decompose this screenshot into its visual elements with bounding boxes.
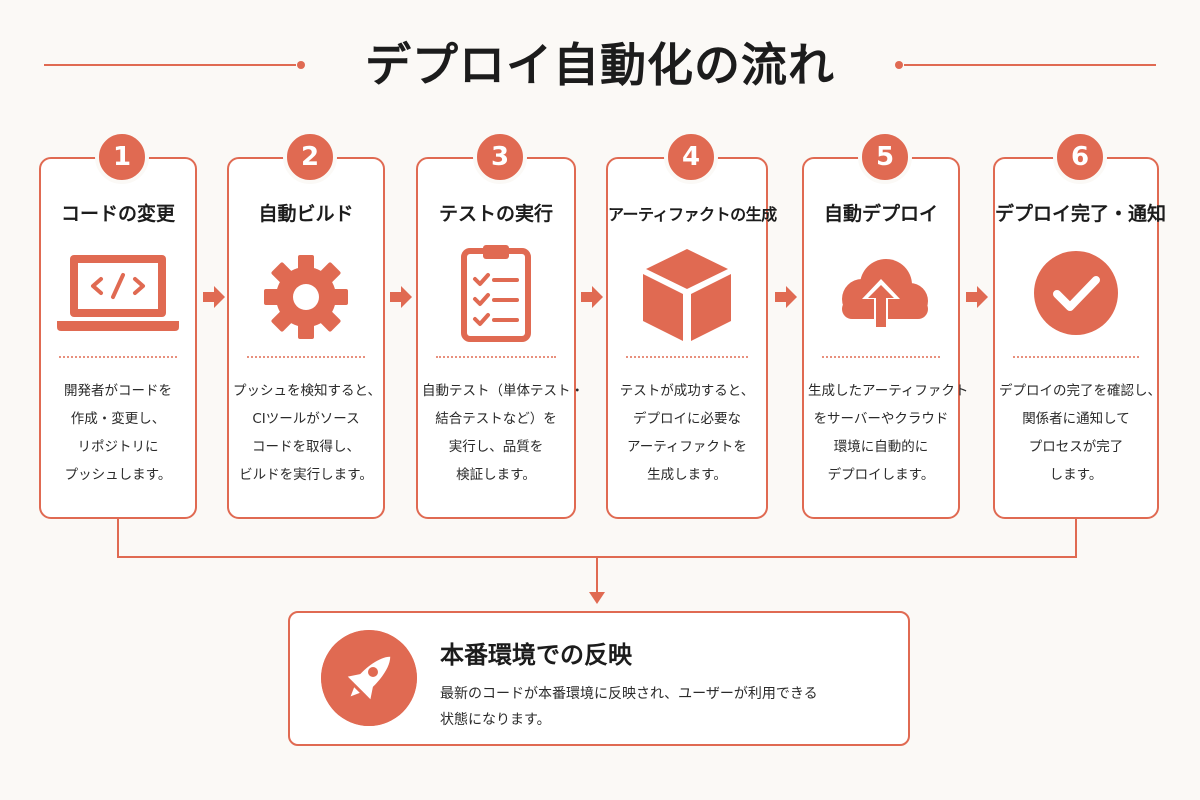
arrow-right-icon [966, 286, 988, 308]
step-title: アーティファクトの生成 [608, 205, 777, 224]
step-divider [822, 356, 940, 358]
arrow-right-icon [775, 286, 797, 308]
step-number-badge: 1 [95, 130, 149, 184]
step-description: 生成したアーティファクト をサーバーやクラウド 環境に自動的に デプロイします。 [808, 383, 969, 483]
result-description: 最新のコードが本番環境に反映され、ユーザーが利用できる 状態になります。 [440, 686, 818, 728]
step-title: 自動ビルド [258, 203, 354, 225]
step-description: 開発者がコードを 作成・変更し、 リポジトリに プッシュします。 [64, 383, 172, 483]
page-header: デプロイ自動化の流れ [0, 34, 1200, 104]
package-box-icon [643, 249, 731, 341]
step-number-badge: 5 [858, 130, 912, 184]
step-number-badge: 6 [1053, 130, 1107, 184]
page-title: デプロイ自動化の流れ [365, 38, 835, 92]
arrow-right-icon [390, 286, 412, 308]
step-number-badge: 3 [473, 130, 527, 184]
step-description: テストが成功すると、 デプロイに必要な アーティファクトを 生成します。 [619, 383, 755, 483]
rocket-icon [321, 630, 417, 726]
gear-icon [264, 255, 348, 339]
production-result-box: 本番環境での反映 最新のコードが本番環境に反映され、ユーザーが利用できる 状態に… [288, 611, 910, 746]
step-divider [626, 356, 748, 358]
step-divider [436, 356, 556, 358]
step-divider [247, 356, 365, 358]
step-card-3: 3 テストの実行 自動テスト（単体テスト・ 結合テストなど）を 実行し、品質を … [416, 130, 584, 519]
step-description: プッシュを検知すると、 CIツールがソース コードを取得し、 ビルドを実行します… [233, 383, 381, 483]
step-card-6: 6 デプロイ完了・通知 デプロイの完了を確認し、 関係者に通知して プロセスが完… [993, 130, 1167, 519]
step-description: 自動テスト（単体テスト・ 結合テストなど）を 実行し、品質を 検証します。 [422, 383, 584, 483]
clipboard-checklist-icon [461, 245, 531, 342]
cloud-upload-icon [842, 259, 928, 333]
arrow-right-icon [203, 286, 225, 308]
step-divider [1013, 356, 1139, 358]
step-title: 自動デプロイ [823, 203, 938, 225]
title-dot-left [297, 61, 305, 69]
result-title: 本番環境での反映 [440, 641, 632, 669]
step-number-badge: 4 [664, 130, 718, 184]
step-title: デプロイ完了・通知 [995, 203, 1167, 225]
title-dot-right [895, 61, 903, 69]
laptop-code-icon [57, 255, 179, 331]
title-line-right [904, 64, 1156, 66]
step-card-1: 1 コードの変更 開発者がコードを 作成・変更し、 リポジトリに プッシュします… [39, 130, 197, 519]
arrow-right-icon [581, 286, 603, 308]
step-number-badge: 2 [283, 130, 337, 184]
step-title: テストの実行 [438, 203, 553, 225]
title-line-left [44, 64, 296, 66]
step-card-5: 5 自動デプロイ 生成したアーティファクト をサーバーやクラウド 環境に自動的に… [802, 130, 969, 519]
check-circle-icon [1034, 251, 1118, 335]
step-card-2: 2 自動ビルド プッシュを検知すると、 CIツールがソース コードを取得し、 ビ… [227, 130, 385, 519]
step-card-4: 4 アーティファクトの生成 テストが成功すると、 デプロイに必要な アーティファ… [606, 130, 777, 519]
step-divider [59, 356, 177, 358]
step-description: デプロイの完了を確認し、 関係者に通知して プロセスが完了 します。 [999, 383, 1161, 483]
step-title: コードの変更 [60, 203, 175, 225]
